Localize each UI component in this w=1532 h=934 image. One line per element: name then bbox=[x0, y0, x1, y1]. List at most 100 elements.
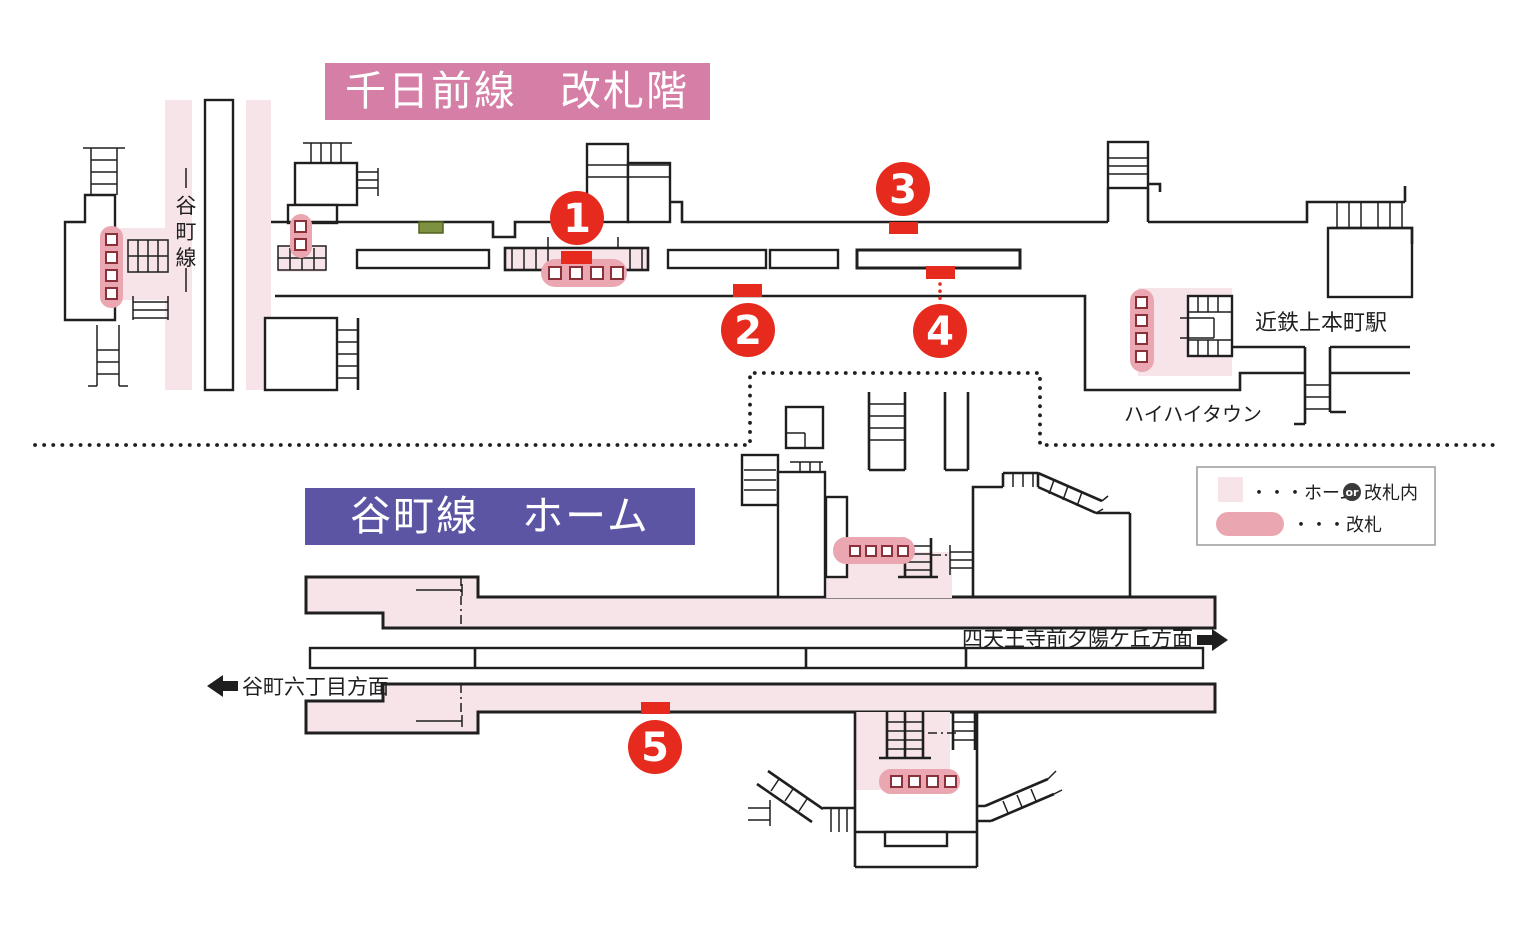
legend-gate-swatch bbox=[1216, 512, 1284, 536]
gate-lane bbox=[1135, 332, 1148, 345]
south-notch bbox=[883, 830, 949, 848]
mezz-stair-rungs bbox=[744, 403, 1109, 575]
tanimachi-line-label-char3: 線 bbox=[176, 246, 197, 270]
exit-1-marker bbox=[561, 251, 592, 264]
track-dividers bbox=[473, 648, 968, 668]
map-labels: 谷 町 線 近鉄上本町駅 ハイハイタウン 四天王寺前夕陽ケ丘方面 谷町六丁目方面 bbox=[176, 194, 1388, 699]
legend-or-badge-icon bbox=[1343, 483, 1361, 501]
gate-lane bbox=[548, 266, 562, 280]
gate-lane bbox=[1135, 296, 1148, 309]
exit-1-circle bbox=[550, 191, 604, 245]
south-stair-rungs bbox=[748, 721, 1063, 832]
upper-structures bbox=[63, 98, 1414, 392]
lower-platforms bbox=[304, 575, 1217, 735]
stairwells-from-gate-level bbox=[867, 392, 970, 472]
exit-5-circle bbox=[628, 720, 682, 774]
gate-lane bbox=[1135, 350, 1148, 363]
mezzanine-structures bbox=[740, 392, 1132, 599]
platform-south bbox=[304, 682, 1217, 735]
gate-lane bbox=[849, 545, 861, 557]
green-marker bbox=[418, 221, 444, 234]
tanimachi-line-label-char1: 谷 bbox=[176, 194, 197, 218]
haihai-town-label: ハイハイタウン bbox=[1124, 402, 1262, 426]
exit-2-marker bbox=[733, 284, 762, 297]
room-upper-right bbox=[1326, 226, 1414, 299]
gate-lane bbox=[105, 233, 118, 246]
exit-4-marker bbox=[926, 266, 955, 279]
hanging-box-step bbox=[786, 432, 806, 448]
gate-lane bbox=[105, 269, 118, 282]
gate-lane bbox=[890, 775, 903, 788]
ticket-gates bbox=[100, 214, 1154, 794]
exit-5-marker bbox=[641, 702, 670, 714]
exit-badges: 1 2 3 4 5 bbox=[550, 162, 967, 774]
exit-2-number: 2 bbox=[734, 308, 762, 354]
lower-title: 谷町線 ホーム bbox=[350, 492, 650, 540]
gate-lane bbox=[590, 266, 604, 280]
gate-center-upper bbox=[541, 259, 627, 287]
gate-lane bbox=[294, 220, 307, 233]
legend-gate-label: ・・・改札 bbox=[1292, 515, 1382, 536]
kintetsu-station-label: 近鉄上本町駅 bbox=[1255, 311, 1387, 336]
exit-1-number: 1 bbox=[563, 196, 591, 242]
right-box-with-escalator bbox=[971, 471, 1132, 597]
gate-lane bbox=[865, 545, 877, 557]
exit-4-number: 4 bbox=[926, 309, 954, 355]
hatch-grid-left bbox=[127, 239, 169, 273]
lower-title-bg bbox=[305, 488, 695, 545]
legend: ・・・ホーム or 改札内 ・・・改札 bbox=[1196, 466, 1436, 546]
platform-inner-lines bbox=[416, 584, 463, 727]
tanimachi-center-strip bbox=[203, 98, 235, 392]
legend-or-badge-text: or bbox=[1346, 486, 1360, 499]
gate-lane bbox=[944, 775, 957, 788]
gate-lane bbox=[881, 545, 893, 557]
exit-3-marker bbox=[889, 222, 918, 234]
upper-title-bg bbox=[325, 63, 710, 120]
narrow-column bbox=[824, 495, 849, 579]
stair-box-top-b bbox=[626, 161, 672, 224]
exit-4-circle bbox=[913, 304, 967, 358]
tanimachi-line-label-char2: 町 bbox=[176, 220, 197, 244]
gate-lane bbox=[105, 287, 118, 300]
upper-title: 千日前線 改札階 bbox=[345, 67, 689, 115]
kintetsu-stair-box bbox=[1186, 294, 1234, 358]
legend-area-swatch bbox=[1218, 477, 1243, 502]
direction-right-arrow-icon bbox=[1197, 629, 1228, 651]
gate-lane bbox=[105, 251, 118, 264]
gate-lane bbox=[897, 545, 909, 557]
stair-box-top-right bbox=[1106, 140, 1150, 190]
gate-lane bbox=[1135, 314, 1148, 327]
exit-3-circle bbox=[876, 162, 930, 216]
titles: 千日前線 改札階 谷町線 ホーム bbox=[305, 63, 710, 545]
legend-inside-gate-label: 改札内 bbox=[1364, 483, 1418, 504]
track-band bbox=[308, 646, 1205, 670]
south-structures bbox=[748, 712, 1063, 869]
legend-platform-label: ・・・ホーム bbox=[1250, 483, 1357, 504]
direction-right-label: 四天王寺前夕陽ケ丘方面 bbox=[962, 627, 1193, 651]
upper-stair-details bbox=[83, 142, 1403, 410]
gate-lane bbox=[610, 266, 624, 280]
gate-lane bbox=[294, 238, 307, 251]
exit-3-number: 3 bbox=[889, 167, 917, 213]
platform-rect-e bbox=[855, 248, 1022, 270]
direction-left-arrow-icon bbox=[207, 675, 238, 697]
tall-box-left bbox=[776, 470, 827, 599]
stair-box-left bbox=[293, 161, 359, 207]
platform-rect-a bbox=[355, 248, 491, 270]
upper-corridor-outline bbox=[271, 182, 1414, 426]
gate-lane bbox=[908, 775, 921, 788]
platform-rect-c bbox=[666, 248, 768, 270]
platform-north bbox=[304, 575, 1217, 630]
exit-5-number: 5 bbox=[641, 725, 669, 771]
direction-left-label: 谷町六丁目方面 bbox=[242, 675, 389, 699]
tanimachi-track-strip-left bbox=[165, 100, 192, 390]
platform-rect-d bbox=[768, 248, 840, 270]
gate-lane bbox=[569, 266, 583, 280]
room-below-left bbox=[263, 316, 339, 392]
upper-platforms bbox=[355, 246, 1022, 272]
dashdot-lines bbox=[460, 554, 958, 734]
exit-2-circle bbox=[721, 303, 775, 357]
left-gate-concourse bbox=[120, 228, 166, 300]
